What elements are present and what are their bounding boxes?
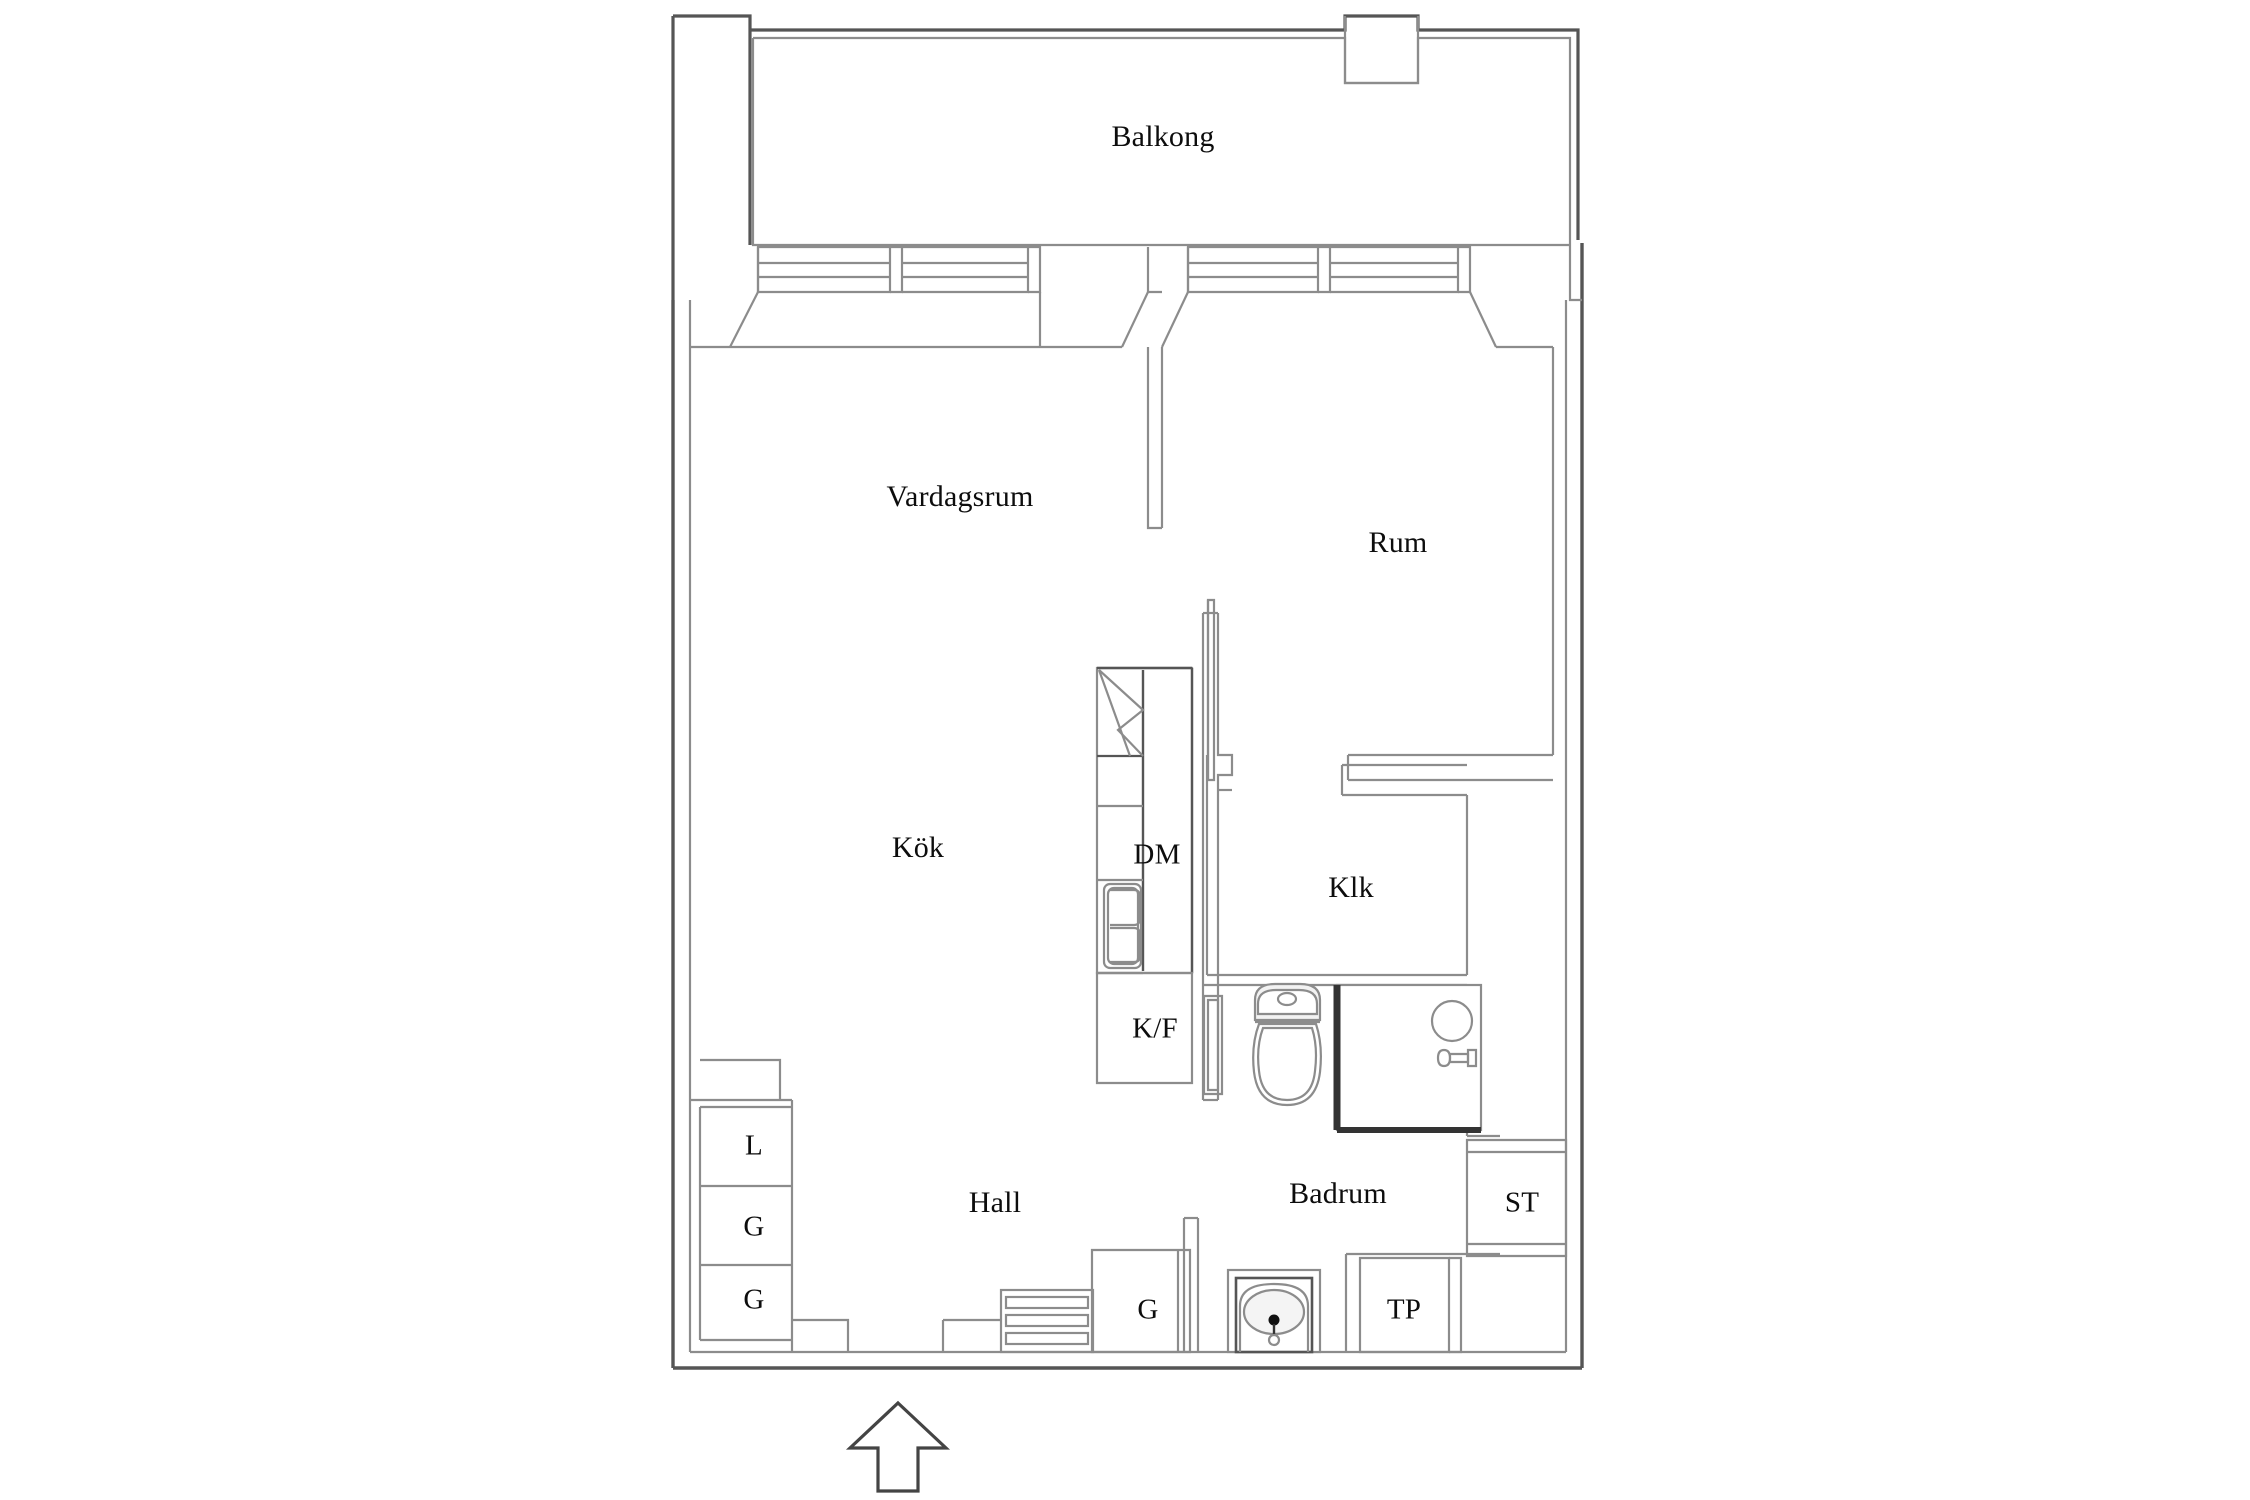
rum-room-outline	[1146, 345, 1555, 782]
apartment-outer-walls	[671, 243, 1584, 1370]
radiator-fixture	[999, 1288, 1095, 1354]
toilet-fixture	[1252, 982, 1322, 1107]
st-storage-outline	[1465, 1138, 1568, 1258]
shower-cabin-fixture[interactable]	[1333, 983, 1483, 1133]
entrance-direction-arrow	[845, 1400, 951, 1493]
hall-closets-outline	[690, 1058, 794, 1352]
washbasin-fixture	[1226, 1268, 1322, 1354]
balcony-door-right[interactable]	[1121, 245, 1497, 348]
stove-fixture	[1097, 669, 1145, 757]
balcony-outline	[671, 14, 1580, 300]
closet-g3-outline	[1090, 1248, 1192, 1354]
balcony-door-left[interactable]	[729, 245, 1042, 349]
kitchen-counter-units	[1095, 666, 1194, 1085]
klk-closet-outline	[1205, 755, 1469, 977]
kitchen-sink-fixture	[1102, 882, 1143, 970]
entrance-door[interactable]	[792, 1318, 1001, 1352]
tp-unit-outline	[1358, 1256, 1463, 1354]
